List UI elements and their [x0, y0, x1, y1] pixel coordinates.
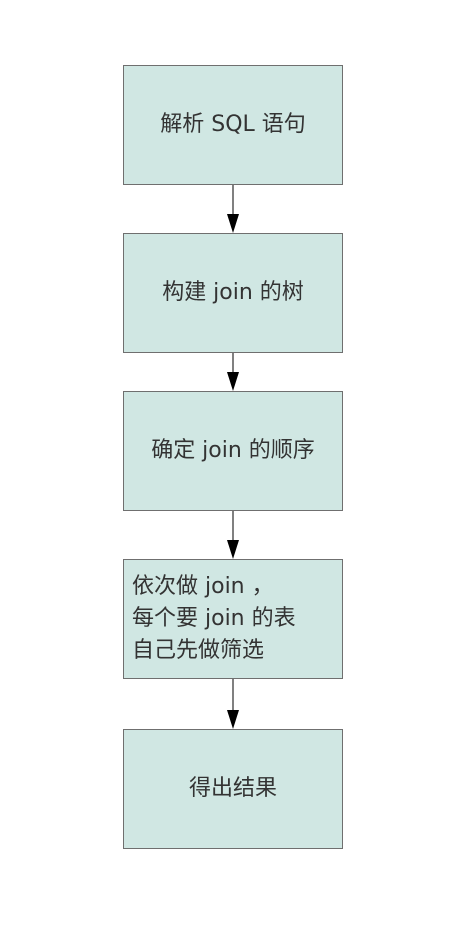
flow-node-get-result: 得出结果 — [123, 729, 343, 849]
node-text: 构建 join 的树 — [162, 277, 304, 309]
node-text-line: 每个要 join 的表 — [132, 606, 296, 631]
arrow-step1-to-step2 — [227, 185, 239, 233]
node-text: 解析 SQL 语句 — [160, 109, 306, 141]
arrow-step3-to-step4 — [227, 511, 239, 559]
node-text: 依次做 join ， 每个要 join 的表 自己先做筛选 — [132, 571, 296, 667]
node-text-line: 得出结果 — [188, 776, 277, 801]
node-text-line: 构建 join 的树 — [162, 280, 304, 305]
node-text-line: 解析 SQL 语句 — [160, 112, 306, 137]
flow-node-determine-join-order: 确定 join 的顺序 — [123, 391, 343, 511]
flow-node-parse-sql: 解析 SQL 语句 — [123, 65, 343, 185]
node-text-line: 依次做 join ， — [132, 574, 274, 599]
arrow-step2-to-step3 — [227, 353, 239, 391]
flow-node-build-join-tree: 构建 join 的树 — [123, 233, 343, 353]
node-text-line: 自己先做筛选 — [132, 638, 265, 663]
arrowhead — [227, 372, 239, 391]
arrowhead — [227, 540, 239, 559]
node-text: 得出结果 — [189, 773, 277, 805]
arrow-step4-to-step5 — [227, 679, 239, 729]
arrowhead — [227, 710, 239, 729]
node-text: 确定 join 的顺序 — [151, 435, 315, 467]
node-text-line: 确定 join 的顺序 — [151, 438, 315, 463]
arrowhead — [227, 214, 239, 233]
flow-node-execute-joins: 依次做 join ， 每个要 join 的表 自己先做筛选 — [123, 559, 343, 679]
